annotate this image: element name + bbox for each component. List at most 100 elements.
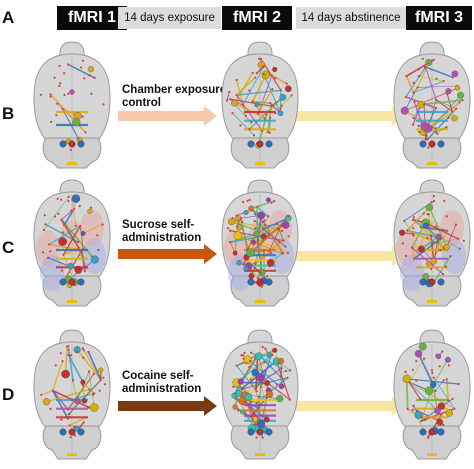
- hub-node: [247, 140, 255, 148]
- network-node: [42, 251, 45, 254]
- network-node: [427, 146, 430, 149]
- network-node: [256, 277, 259, 280]
- network-node: [251, 71, 254, 74]
- network-node: [401, 242, 404, 245]
- network-node: [441, 350, 444, 353]
- network-node: [251, 369, 260, 377]
- network-node: [76, 241, 80, 244]
- network-node: [426, 236, 429, 239]
- network-node: [47, 256, 50, 259]
- connection-edge: [72, 380, 78, 401]
- hub-node: [247, 428, 255, 436]
- connection-edge: [67, 354, 84, 383]
- network-node: [449, 255, 452, 258]
- brainstem-marker: [427, 453, 437, 456]
- network-node: [425, 203, 434, 212]
- connection-edge: [43, 196, 69, 231]
- activation-region: [400, 255, 424, 291]
- connection-edge: [62, 108, 79, 139]
- connection-edge: [418, 75, 444, 82]
- panel-letter-a: A: [2, 8, 15, 27]
- brain-network-b1: [33, 41, 111, 169]
- network-node: [73, 425, 76, 429]
- connection-edge: [250, 208, 264, 223]
- network-node: [98, 367, 104, 373]
- connection-edge: [438, 230, 448, 251]
- network-node: [250, 239, 256, 245]
- connection-edge: [257, 88, 273, 114]
- network-node: [67, 262, 74, 270]
- network-node: [445, 215, 448, 218]
- network-node: [67, 195, 70, 198]
- network-node: [236, 225, 239, 228]
- network-node: [285, 82, 288, 85]
- network-node: [84, 131, 87, 134]
- arrow-abstinence-sucrose: [296, 246, 405, 266]
- olfactory-bulb: [419, 179, 445, 195]
- connection-edge: [71, 199, 77, 226]
- network-node: [248, 365, 251, 369]
- connection-edge: [76, 349, 102, 381]
- network-node: [254, 213, 257, 216]
- header-interval-abstinence: 14 days abstinence: [296, 7, 406, 29]
- network-node: [69, 89, 75, 95]
- network-node: [246, 199, 249, 202]
- connection-edge: [257, 75, 273, 114]
- network-node: [416, 86, 419, 89]
- network-node: [231, 99, 239, 107]
- network-node: [242, 357, 245, 360]
- connection-edge: [231, 221, 270, 235]
- network-node: [246, 248, 255, 257]
- network-node: [229, 241, 232, 244]
- network-node: [446, 93, 449, 96]
- panel-letter-c: C: [2, 238, 15, 257]
- network-node: [40, 393, 43, 396]
- network-node: [270, 201, 273, 204]
- header-fmri-3: fMRI 3: [406, 6, 472, 30]
- network-node: [400, 106, 409, 115]
- network-node: [417, 68, 420, 71]
- network-node: [457, 237, 460, 240]
- network-node: [279, 107, 282, 110]
- network-node: [406, 229, 409, 232]
- network-node: [425, 260, 432, 267]
- network-node: [426, 436, 430, 439]
- network-node: [267, 215, 270, 218]
- network-node: [451, 76, 454, 79]
- network-node: [78, 205, 81, 208]
- arrow-abstinence-cocaine: [296, 396, 405, 416]
- network-node: [241, 104, 244, 107]
- network-node: [280, 367, 283, 370]
- network-node: [430, 267, 433, 271]
- network-node: [237, 219, 240, 222]
- network-node: [88, 388, 91, 391]
- connection-edge: [263, 73, 282, 114]
- network-node: [267, 233, 271, 236]
- hub-node: [77, 278, 85, 286]
- brain-network-d2: [221, 329, 299, 460]
- network-node: [67, 413, 70, 416]
- network-node: [243, 209, 249, 216]
- network-node: [77, 246, 80, 249]
- network-node: [278, 357, 285, 364]
- connection-edge: [48, 225, 81, 245]
- network-node: [276, 395, 284, 403]
- network-node: [261, 70, 271, 80]
- network-node: [54, 215, 57, 218]
- network-node: [67, 353, 70, 356]
- network-node: [254, 423, 257, 426]
- network-node: [235, 78, 238, 82]
- network-node: [426, 138, 429, 141]
- network-node: [261, 436, 264, 439]
- network-node: [229, 229, 232, 232]
- network-node: [422, 273, 430, 280]
- network-node: [280, 252, 284, 255]
- network-node: [252, 134, 256, 137]
- network-node: [226, 227, 229, 230]
- network-node: [424, 386, 434, 395]
- activation-region: [440, 210, 464, 246]
- network-node: [270, 74, 273, 77]
- arrow-abstinence-chamber: [296, 106, 405, 126]
- network-node: [250, 121, 253, 124]
- hub-node: [256, 278, 264, 286]
